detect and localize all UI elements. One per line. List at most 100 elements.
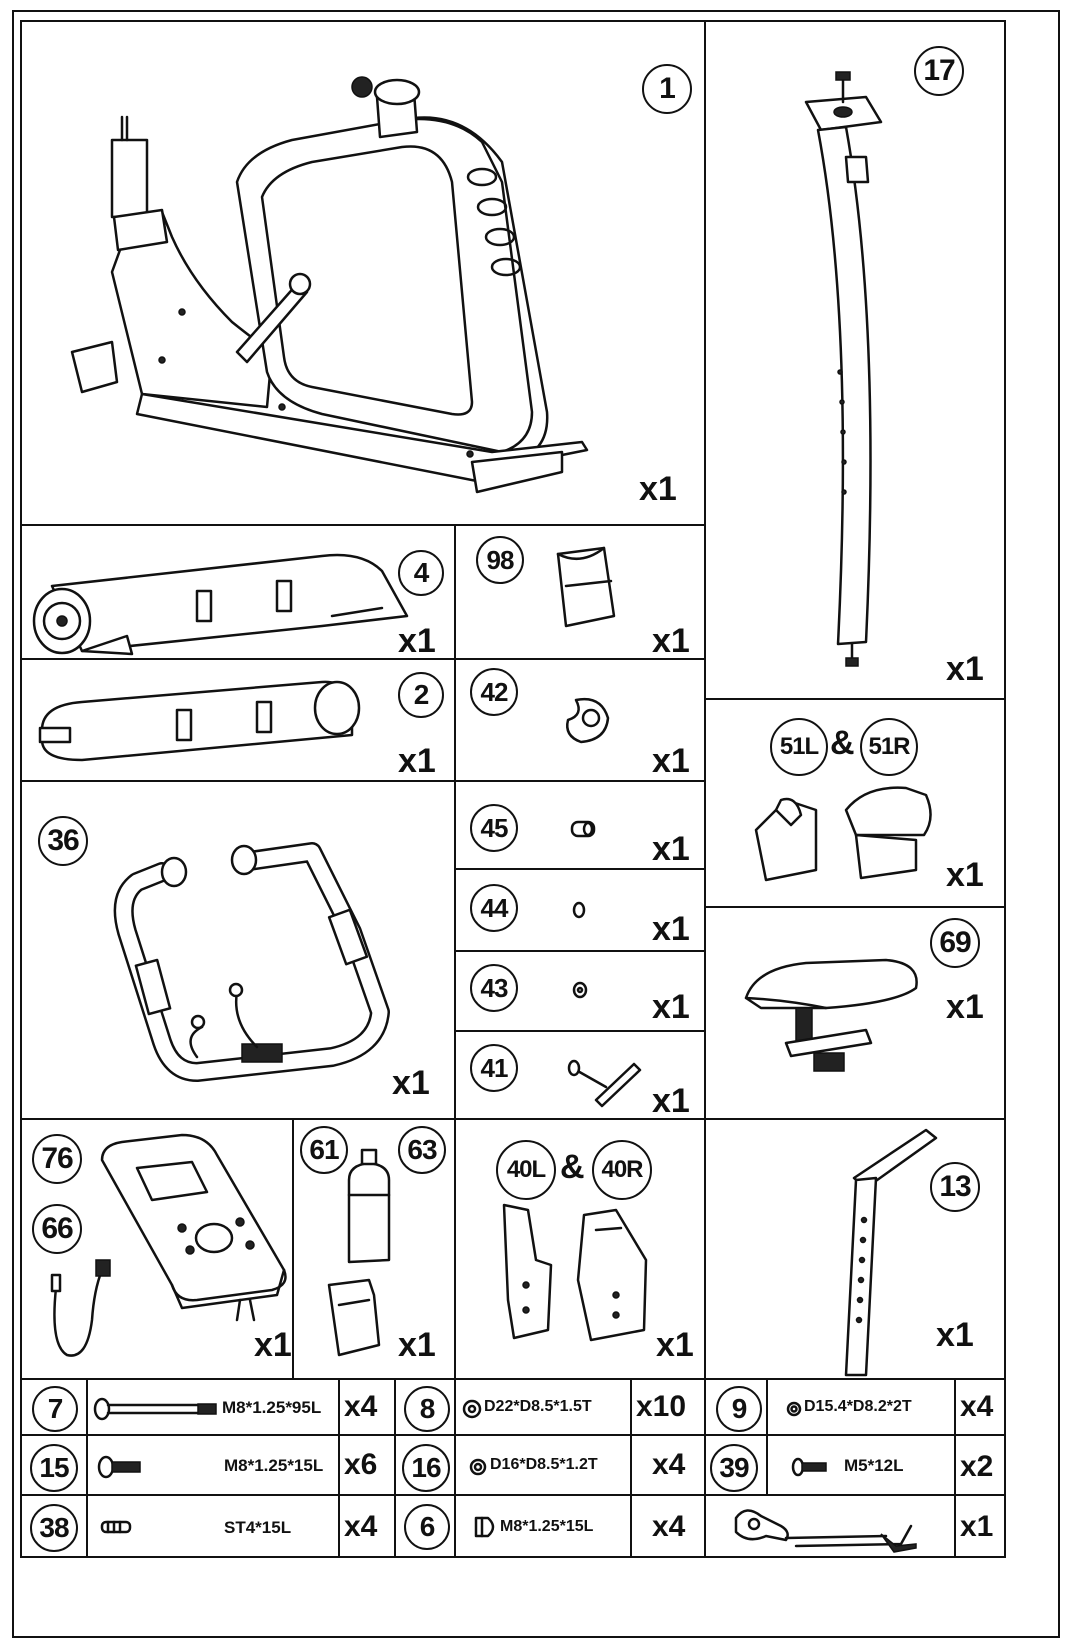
part-61-cell: 61 63 x1 — [292, 1118, 456, 1380]
quantity-label: x1 — [946, 650, 984, 688]
hw-qty: x4 — [652, 1448, 686, 1481]
hw-qty: x10 — [636, 1390, 687, 1423]
screw-icon — [100, 1520, 132, 1534]
part-76-cell: 76 66 x1 — [20, 1118, 294, 1380]
part-42-cell: 42 x1 — [454, 658, 706, 782]
hw-spec: M5*12L — [844, 1456, 904, 1475]
part-41-drawing — [567, 1059, 642, 1108]
part-43-cell: 43 x1 — [454, 950, 706, 1032]
hw-num-cell: 15 — [20, 1434, 88, 1496]
part-number-badge-66: 66 — [32, 1204, 82, 1254]
quantity-label: x1 — [254, 1326, 292, 1364]
hw-qty-cell: x10 — [630, 1378, 706, 1436]
hw-qty-cell: x2 — [954, 1434, 1006, 1496]
hw-qty-cell: x4 — [954, 1378, 1006, 1436]
ampersand: & — [560, 1148, 585, 1186]
part-number-badge: 1 — [642, 64, 692, 114]
hw-badge: 16 — [402, 1444, 450, 1492]
part-number-badge: 17 — [914, 46, 964, 96]
part-number-badge: 36 — [38, 816, 88, 866]
hw-badge: 9 — [716, 1386, 762, 1432]
part-number-badge: 41 — [470, 1044, 518, 1092]
hw-badge: 39 — [710, 1444, 758, 1492]
hw-num-cell: 39 — [704, 1434, 768, 1496]
hw-qty: x4 — [960, 1390, 994, 1423]
part-13-cell: 13 x1 — [704, 1118, 1006, 1380]
part-1-cell: 1 x1 — [20, 20, 706, 526]
hw-spec: D16*D8.5*1.2T — [490, 1456, 598, 1473]
part-44-drawing — [572, 901, 586, 919]
part-44-cell: 44 x1 — [454, 868, 706, 952]
quantity-label: x1 — [398, 1326, 436, 1364]
hw-spec: M8*1.25*95L — [222, 1398, 322, 1417]
hw-badge: 6 — [404, 1504, 450, 1550]
part-number-badge: 61 — [300, 1126, 348, 1174]
quantity-label: x1 — [652, 910, 690, 948]
hw-spec-cell: D16*D8.5*1.2T — [454, 1434, 632, 1496]
hw-qty-cell: x4 — [630, 1494, 706, 1558]
hw-badge: 8 — [404, 1386, 450, 1432]
hw-badge: 38 — [30, 1504, 78, 1552]
quantity-label: x1 — [656, 1326, 694, 1364]
hw-spec-cell: D22*D8.5*1.5T — [454, 1378, 632, 1436]
hw-spec-cell: M8*1.25*15L — [86, 1434, 340, 1496]
part-2-cell: 2 x1 — [20, 658, 456, 782]
hw-spec-cell: D15.4*D8.2*2T — [766, 1378, 956, 1436]
quantity-label: x1 — [652, 622, 690, 660]
hw-spec-cell: M5*12L — [766, 1434, 956, 1496]
quantity-label: x1 — [398, 742, 436, 780]
bottle-drawing — [327, 1148, 391, 1357]
quantity-label: x1 — [946, 988, 984, 1026]
part-51r-badge: 51R — [860, 718, 918, 776]
part-4-cell: 4 x1 — [20, 524, 456, 660]
washer-icon — [462, 1399, 482, 1419]
hw-qty-cell: x4 — [338, 1494, 396, 1558]
washer-icon — [786, 1401, 802, 1417]
bolt-icon — [93, 1397, 217, 1421]
parts-sheet: 1 x1 17 x1 — [12, 10, 1060, 1638]
quantity-label: x1 — [936, 1316, 974, 1354]
quantity-label: x1 — [652, 988, 690, 1026]
hw-spec: M8*1.25*15L — [500, 1518, 594, 1535]
part-number-badge-63: 63 — [398, 1126, 446, 1174]
hw-badge: 7 — [32, 1386, 78, 1432]
side-covers-drawing — [502, 1203, 648, 1342]
quantity-label: x1 — [652, 1082, 690, 1120]
front-stabilizer-drawing — [32, 553, 409, 656]
part-number-badge: 4 — [398, 550, 444, 596]
console-drawing — [50, 1133, 287, 1357]
hw-qty: x4 — [344, 1390, 378, 1423]
hw-spec-cell: ST4*15L — [86, 1494, 340, 1558]
hw-spec: D15.4*D8.2*2T — [804, 1398, 912, 1415]
hw-qty-cell: x6 — [338, 1434, 396, 1496]
hw-qty-cell: x1 — [954, 1494, 1006, 1558]
part-number-badge: 98 — [476, 536, 524, 584]
hw-qty: x6 — [344, 1448, 378, 1481]
hw-num-cell: 38 — [20, 1494, 88, 1558]
part-number-badge: 42 — [470, 668, 518, 716]
part-number-badge: 2 — [398, 672, 444, 718]
main-frame-drawing — [70, 76, 589, 494]
rear-stabilizer-drawing — [38, 680, 361, 762]
part-51-cell: 51L & 51R x1 — [704, 698, 1006, 908]
quantity-label: x1 — [398, 622, 436, 660]
hw-spec: ST4*15L — [224, 1518, 292, 1537]
hw-qty: x4 — [652, 1510, 686, 1543]
hw-qty-cell: x4 — [630, 1434, 706, 1496]
hw-spec-cell: M8*1.25*95L — [86, 1378, 340, 1436]
part-40r-badge: 40R — [592, 1140, 652, 1200]
part-36-cell: 36 x1 — [20, 780, 456, 1120]
part-43-drawing — [572, 981, 588, 999]
hw-num-cell: 7 — [20, 1378, 88, 1436]
wrench-icon — [734, 1509, 917, 1553]
washer-icon — [469, 1458, 487, 1476]
hw-num-cell: 16 — [394, 1434, 456, 1496]
hw-num-cell: 9 — [704, 1378, 768, 1436]
part-69-cell: 69 x1 — [704, 906, 1006, 1120]
hw-qty: x1 — [960, 1510, 994, 1543]
hw-num-cell: 8 — [394, 1378, 456, 1436]
part-45-cell: 45 x1 — [454, 780, 706, 870]
part-98-cell: 98 x1 — [454, 524, 706, 660]
quantity-label: x1 — [639, 470, 677, 508]
part-number-badge: 45 — [470, 804, 518, 852]
